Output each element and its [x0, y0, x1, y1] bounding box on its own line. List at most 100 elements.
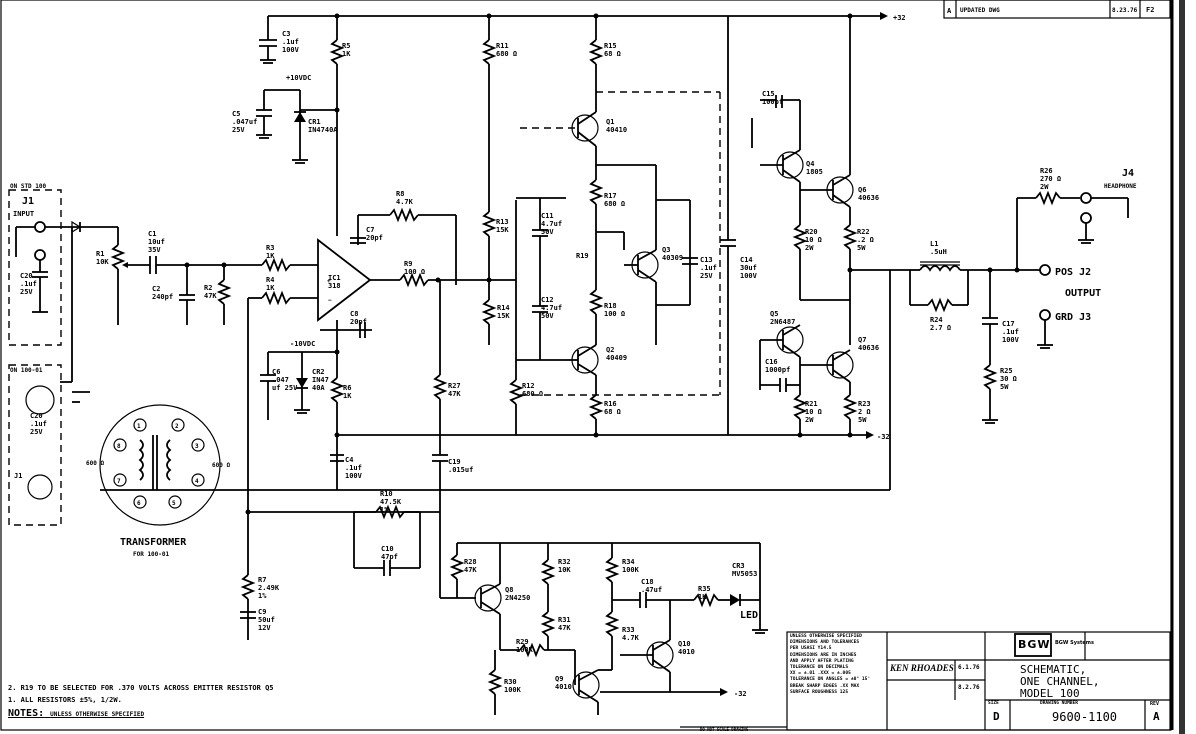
output-network: POS J2 OUTPUT GRD J3 J4 HEADPHONE — [909, 168, 1137, 424]
component-ref: R17 — [604, 192, 617, 200]
component-v1: 40636 — [858, 344, 880, 352]
component-ref: C19 — [448, 458, 461, 466]
component-ref: CR3 — [732, 562, 745, 570]
component-ref: C2 — [152, 285, 161, 293]
component-ref: R10 — [380, 490, 393, 498]
component-v1: .1uf — [282, 38, 299, 46]
input-network: ON STD 100 ON 100-01 J1 INPUT — [8, 183, 440, 560]
input-label: INPUT — [13, 210, 34, 218]
component-v2: 5W — [1000, 383, 1009, 391]
component-v1: 318 — [328, 282, 341, 290]
title-line-2: ONE CHANNEL, — [1020, 675, 1100, 688]
svg-text:6: 6 — [137, 500, 141, 507]
component-ref: Q7 — [858, 336, 867, 344]
component-v1: 100pf — [762, 98, 784, 106]
component-v1: 270 Ω — [1040, 175, 1062, 183]
title-line-3: MODEL 100 — [1020, 687, 1080, 700]
notes-heading-sub: UNLESS OTHERWISE SPECIFIED — [50, 711, 145, 718]
component-v1: 1805 — [806, 168, 823, 176]
component-label-r19: R19 — [576, 252, 589, 260]
component-ref: C14 — [740, 256, 753, 264]
rev-date: 8.23.76 — [1112, 7, 1138, 14]
component-v2: 50V — [541, 228, 554, 236]
company-name: BGW Systems — [1055, 640, 1094, 646]
component-v1: 4.7uf — [541, 220, 563, 228]
component-ref: Q10 — [678, 640, 691, 648]
transformer-sub: FOR 100-01 — [133, 551, 170, 558]
rev-by: F2 — [1146, 6, 1154, 14]
component-v2: 1% — [380, 506, 389, 514]
note-2: 2. R19 TO BE SELECTED FOR .370 VOLTS ACR… — [8, 684, 274, 692]
notes-heading: NOTES: UNLESS OTHERWISE SPECIFIED — [8, 708, 144, 719]
spec-line: TOLERANCE ON ANGLES = ±0° 15' — [790, 677, 871, 683]
component-ref: R14 — [497, 304, 510, 312]
component-ref: R1 — [96, 250, 105, 258]
component-v1: 2 Ω — [858, 408, 871, 416]
component-v1: 4.7uf — [541, 304, 563, 312]
component-ref: R12 — [522, 382, 535, 390]
spec-line: UNLESS OTHERWISE SPECIFIED — [790, 634, 862, 639]
svg-text:−: − — [328, 297, 332, 304]
notes-heading-text: NOTES: — [8, 708, 45, 719]
component-ref: Q8 — [505, 586, 514, 594]
component-v2: 100V — [282, 46, 299, 54]
component-v1: MV5053 — [732, 570, 758, 578]
component-ref: C5 — [232, 110, 241, 118]
component-ref: Q2 — [606, 346, 615, 354]
svg-text:2: 2 — [175, 423, 179, 430]
component-v1: 4.7K — [622, 634, 639, 642]
component-v1: 1000pf — [765, 366, 791, 374]
component-v2: 2W — [1040, 183, 1049, 191]
component-v1: 47pf — [381, 553, 398, 561]
component-v1: 10K — [96, 258, 109, 266]
spec-line: XX = ±.01 .XXX = ±.005 — [790, 671, 851, 677]
component-v1: 47K — [204, 292, 217, 300]
checked-date: 8.2.76 — [958, 684, 980, 691]
spec-line: TOLERANCE ON DECIMALS — [790, 665, 849, 671]
z-right: 600 Ω — [212, 462, 230, 469]
component-v1: .5uH — [930, 248, 947, 256]
component-v2: 5W — [858, 416, 867, 424]
spec-line: BREAK SHARP EDGES .XX MAX — [790, 683, 860, 689]
component-v1: .047uf — [232, 118, 258, 126]
component-v1: 10 Ω — [805, 408, 822, 416]
svg-text:J1: J1 — [14, 472, 22, 480]
component-ref: Q3 — [662, 246, 671, 254]
component-ref: R27 — [448, 382, 461, 390]
component-label-l1: L1.5uH — [930, 240, 947, 256]
component-v1: 50uf — [258, 616, 275, 624]
component-ref: R16 — [604, 400, 617, 408]
size-label: SIZE — [988, 701, 999, 706]
complementary-outputs — [751, 16, 910, 490]
component-v1: 47K — [448, 390, 461, 398]
revision-block: A UPDATED DWG 8.23.76 F2 — [943, 0, 1171, 19]
component-v1: 2N4250 — [505, 594, 531, 602]
component-v1: .047 — [272, 376, 289, 384]
no-scale-note: DO NOT SCALE DRAWING — [700, 727, 749, 732]
